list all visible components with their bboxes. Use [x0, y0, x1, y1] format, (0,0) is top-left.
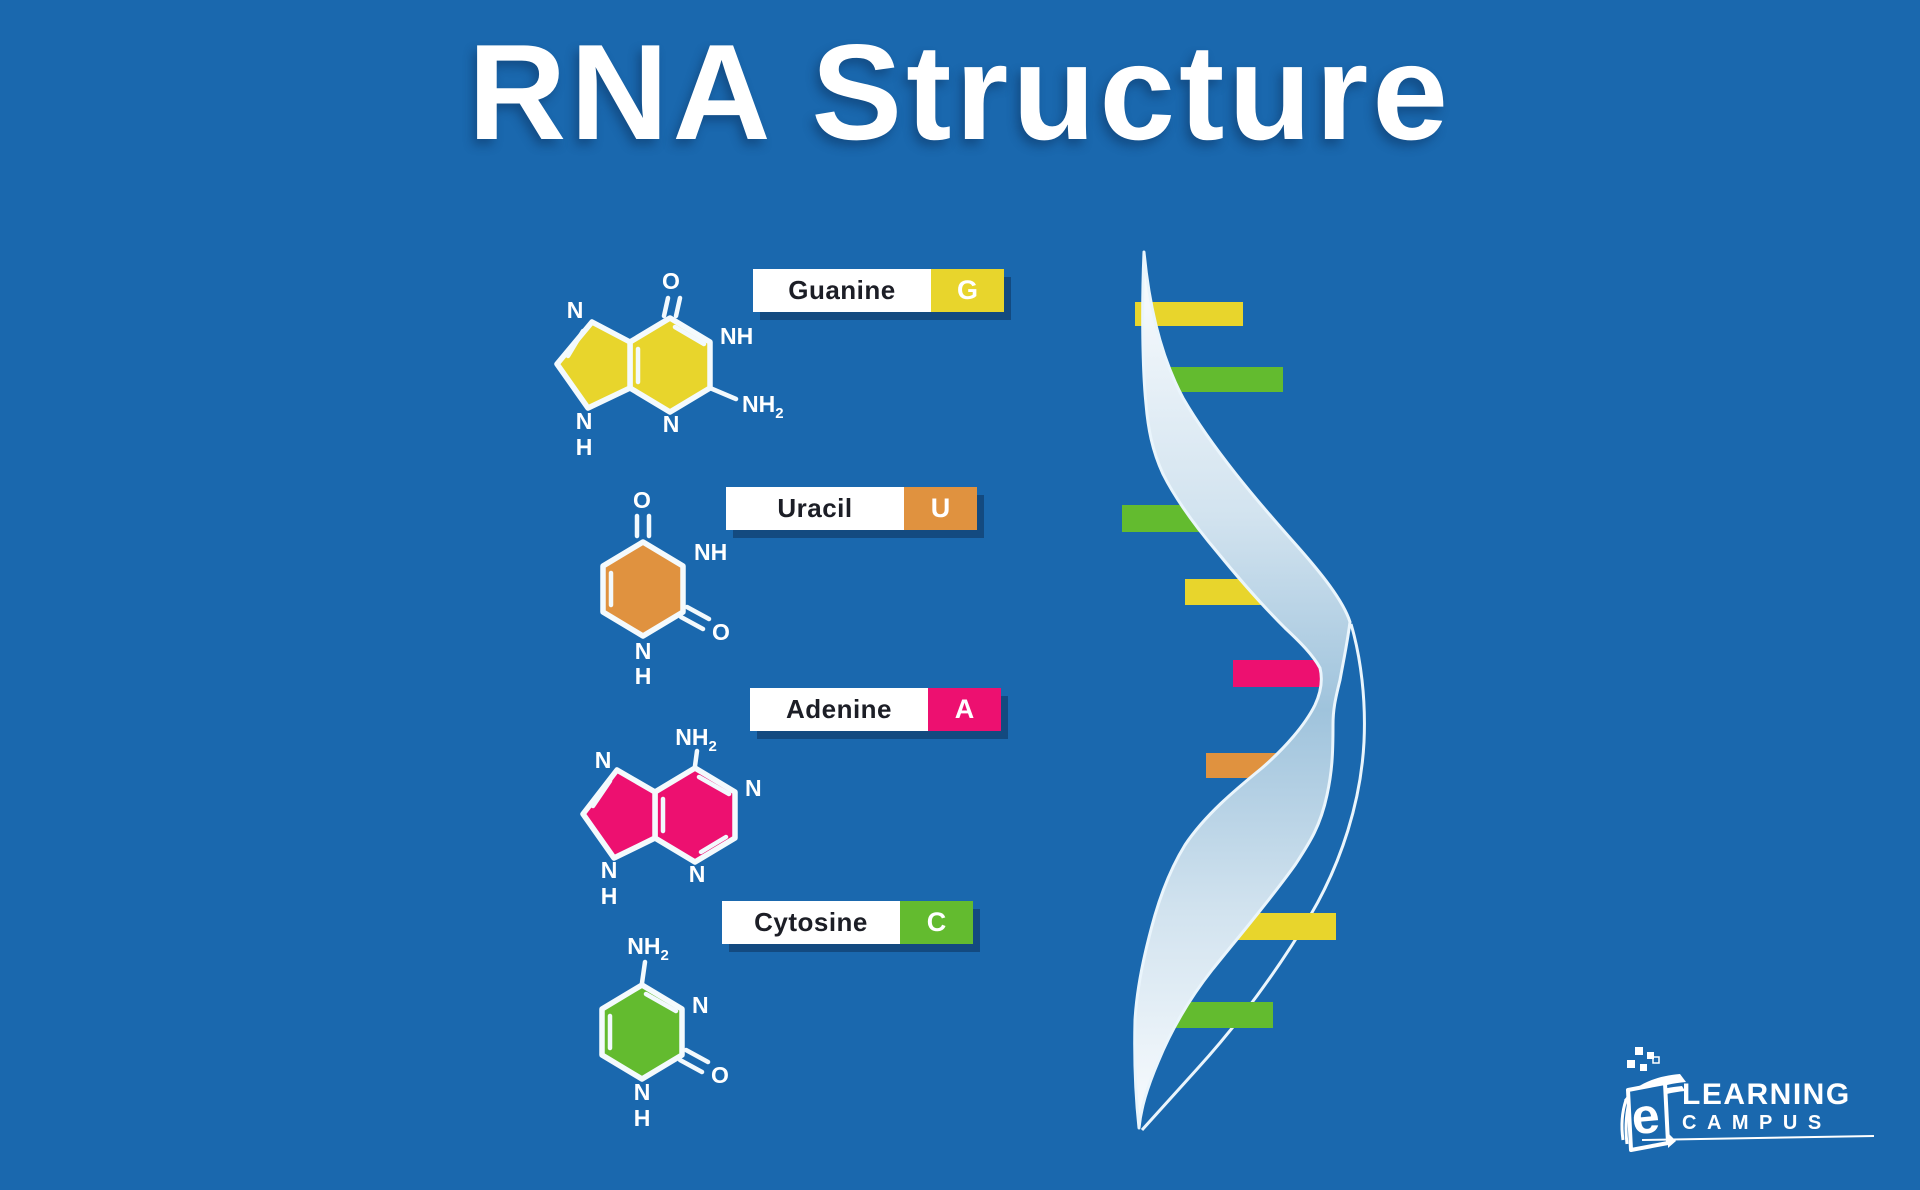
- cytosine-atom-h: H: [634, 1105, 651, 1131]
- adenine-atom-amine: NH2: [675, 724, 717, 755]
- uracil-hexagon-ring: [600, 539, 686, 639]
- logo-text-learning: LEARNING: [1682, 1078, 1851, 1111]
- uracil-atom-nh-right: NH: [694, 539, 727, 565]
- adenine-structure: NH2 N N N N H: [580, 724, 762, 909]
- uracil-atom-n-bottom: N: [635, 638, 652, 664]
- guanine-label-box: Guanine G: [753, 269, 1004, 312]
- cytosine-atom-n-bottom: N: [634, 1079, 651, 1105]
- uracil-label-box: Uracil U: [726, 487, 977, 530]
- guanine-symbol-badge: G: [931, 269, 1004, 312]
- uracil-atom-o-right: O: [712, 619, 730, 645]
- cytosine-double-bond-lines: [607, 959, 711, 1075]
- adenine-symbol-badge: A: [928, 688, 1001, 731]
- guanine-atom-h: H: [576, 434, 593, 460]
- adenine-atom-n-ring-bottom: N: [601, 857, 618, 883]
- rna-strand-ribbon: [1133, 250, 1352, 1130]
- guanine-atom-nh-right: NH: [720, 323, 753, 349]
- uracil-symbol-badge: U: [904, 487, 977, 530]
- adenine-label: Adenine: [750, 688, 928, 731]
- uracil-double-bond-lines: [608, 513, 712, 632]
- adenine-atom-h: H: [601, 883, 618, 909]
- adenine-atom-n-bottom: N: [689, 861, 706, 887]
- guanine-hexagon-ring: [627, 315, 713, 415]
- pixel-squares-icon: [1627, 1047, 1660, 1071]
- adenine-atom-n-ring-top: N: [595, 747, 612, 773]
- cytosine-atom-o-right: O: [711, 1062, 729, 1088]
- guanine-label: Guanine: [753, 269, 931, 312]
- guanine-structure: O NH NH2 N N N H: [554, 268, 784, 460]
- cytosine-symbol-badge: C: [900, 901, 973, 944]
- page-title: RNA Structure: [468, 16, 1452, 168]
- cytosine-label-box: Cytosine C: [722, 901, 973, 944]
- strand-bar-5: [1233, 660, 1328, 687]
- guanine-double-bond-lines: [565, 295, 739, 402]
- cytosine-atom-n-right: N: [692, 992, 709, 1018]
- cytosine-hexagon-ring: [599, 982, 685, 1082]
- guanine-atom-n-bottom: N: [663, 411, 680, 437]
- guanine-atom-amine: NH2: [742, 391, 784, 422]
- elearning-campus-logo: e LEARNING CAMPUS: [1618, 1038, 1918, 1183]
- adenine-hexagon-ring: [652, 765, 738, 865]
- guanine-pentagon-ring: [554, 319, 633, 411]
- guanine-atom-n-ring-top: N: [567, 297, 584, 323]
- uracil-atom-o-top: O: [633, 487, 651, 513]
- cytosine-structure: NH2 N O N H: [599, 933, 729, 1131]
- uracil-structure: O NH O N H: [600, 487, 730, 689]
- uracil-atom-h: H: [635, 663, 652, 689]
- book-icon: e: [1620, 1047, 1686, 1152]
- adenine-atom-n-right: N: [745, 775, 762, 801]
- guanine-atom-o-top: O: [662, 268, 680, 294]
- logo-letter-e: e: [1629, 1087, 1662, 1145]
- adenine-label-box: Adenine A: [750, 688, 1001, 731]
- cytosine-label: Cytosine: [722, 901, 900, 944]
- cytosine-atom-amine: NH2: [627, 933, 669, 964]
- logo-text-campus: CAMPUS: [1682, 1112, 1832, 1134]
- uracil-label: Uracil: [726, 487, 904, 530]
- guanine-atom-n-ring-bottom: N: [576, 408, 593, 434]
- adenine-pentagon-ring: [580, 767, 658, 861]
- page-edge-line: [1620, 1099, 1628, 1141]
- adenine-double-bond-lines: [590, 748, 732, 855]
